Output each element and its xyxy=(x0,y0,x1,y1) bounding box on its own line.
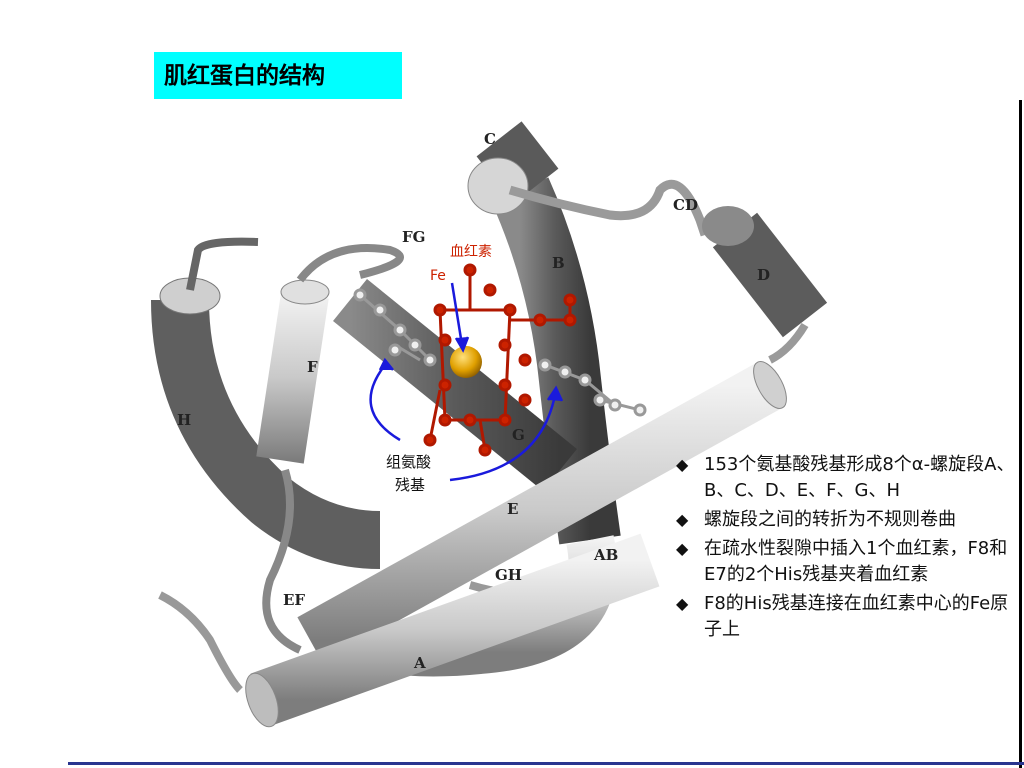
page-title: 肌红蛋白的结构 xyxy=(154,52,402,99)
his-residue-left xyxy=(353,288,437,367)
his-residue-right xyxy=(538,358,647,417)
his-arrows xyxy=(369,282,564,482)
coil-cd xyxy=(508,179,710,237)
helix-e-end xyxy=(753,361,787,409)
figure-frame-right xyxy=(1019,100,1022,768)
label-his-line2: 残基 xyxy=(395,476,425,494)
fe-atom xyxy=(450,346,482,378)
helix-h xyxy=(151,299,381,569)
diamond-icon: ◆ xyxy=(676,510,689,529)
coil-h xyxy=(186,237,259,291)
label-c: C xyxy=(484,130,496,148)
label-f: F xyxy=(307,358,318,376)
figure-frame-bottom xyxy=(68,762,1024,765)
bullet-text: 螺旋段之间的转折为不规则卷曲 xyxy=(704,509,956,530)
coil-d-e xyxy=(768,322,809,364)
helix-d-end xyxy=(702,206,754,246)
label-ab: AB xyxy=(593,546,618,564)
diamond-icon: ◆ xyxy=(676,455,689,474)
label-fg: FG xyxy=(402,228,425,246)
bullet-item: ◆ 螺旋段之间的转折为不规则卷曲 xyxy=(676,507,1016,533)
helix-a-end xyxy=(245,672,279,728)
label-g: G xyxy=(512,426,525,444)
bullet-text: 在疏水性裂隙中插入1个血红素，F8和E7的2个His残基夹着血红素 xyxy=(704,538,1008,585)
coil-fg xyxy=(296,244,405,283)
helix-d xyxy=(712,212,828,338)
heme-molecule xyxy=(423,263,577,457)
bullet-item: ◆ F8的His残基连接在血红素中心的Fe原子上 xyxy=(676,591,1016,643)
coil-n-term xyxy=(158,591,243,693)
label-ef: EF xyxy=(283,591,305,609)
helix-c-end xyxy=(467,157,529,215)
bullet-item: ◆ 153个氨基酸残基形成8个α-螺旋段A、B、C、D、E、F、G、H xyxy=(676,452,1016,504)
helix-f xyxy=(256,291,329,464)
label-h: H xyxy=(177,411,191,429)
label-b: B xyxy=(552,254,565,272)
diamond-icon: ◆ xyxy=(676,539,689,558)
bullet-text: 153个氨基酸残基形成8个α-螺旋段A、B、C、D、E、F、G、H xyxy=(704,454,1015,501)
label-e: E xyxy=(507,500,518,518)
helix-e xyxy=(297,362,783,663)
label-d: D xyxy=(757,266,770,284)
diamond-icon: ◆ xyxy=(676,594,689,613)
label-a: A xyxy=(413,654,426,672)
helix-g xyxy=(333,279,577,491)
label-cd: CD xyxy=(673,196,698,214)
bullet-list: ◆ 153个氨基酸残基形成8个α-螺旋段A、B、C、D、E、F、G、H ◆ 螺旋… xyxy=(676,452,1016,646)
label-heme: 血红素 xyxy=(450,244,492,260)
label-gh: GH xyxy=(495,566,522,584)
helix-f-end xyxy=(280,279,330,305)
bullet-item: ◆ 在疏水性裂隙中插入1个血红素，F8和E7的2个His残基夹着血红素 xyxy=(676,536,1016,588)
label-his-line1: 组氨酸 xyxy=(386,453,431,471)
bullet-text: F8的His残基连接在血红素中心的Fe原子上 xyxy=(704,593,1009,640)
helix-a xyxy=(250,533,660,727)
coil-ef xyxy=(262,468,302,654)
label-fe: Fe xyxy=(430,268,446,284)
